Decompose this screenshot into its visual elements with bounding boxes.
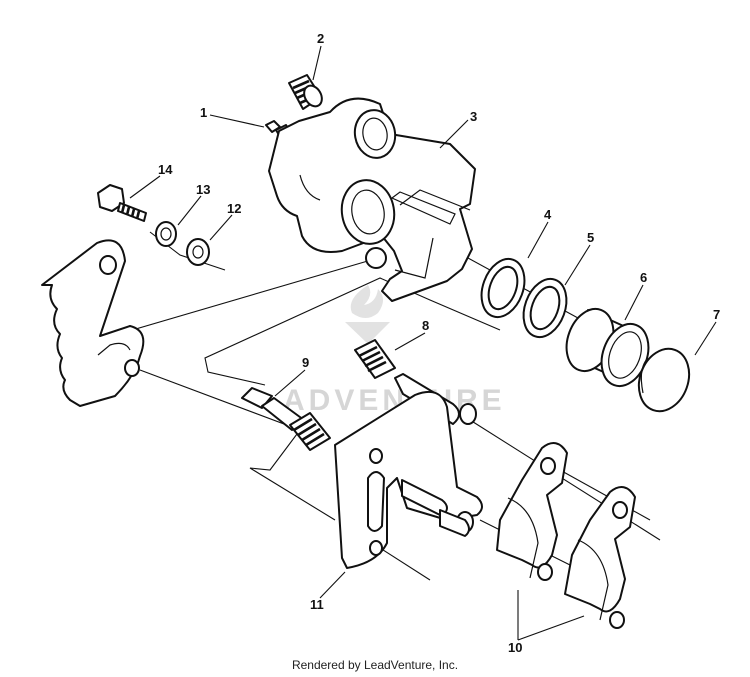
callout-9: 9 bbox=[302, 355, 309, 370]
footer-credit: Rendered by LeadVenture, Inc. bbox=[291, 658, 459, 672]
callout-5: 5 bbox=[587, 230, 594, 245]
callout-1: 1 bbox=[200, 105, 207, 120]
part-3-caliper-body bbox=[268, 97, 476, 302]
part-11-support-bracket bbox=[334, 391, 483, 569]
callout-11: 11 bbox=[310, 597, 324, 612]
part-13-lock-washer bbox=[155, 221, 177, 247]
part-5-boot-ring bbox=[522, 277, 568, 339]
callout-numbers: 1 2 3 4 5 6 7 8 9 10 11 12 13 14 bbox=[158, 31, 720, 655]
callout-3: 3 bbox=[470, 109, 477, 124]
callout-14: 14 bbox=[158, 162, 173, 177]
callout-13: 13 bbox=[196, 182, 210, 197]
mounting-arm bbox=[41, 239, 145, 407]
callout-12: 12 bbox=[227, 201, 241, 216]
watermark: ADVENTURE bbox=[283, 285, 502, 417]
callout-7: 7 bbox=[713, 307, 720, 322]
part-9-guide-pin bbox=[241, 387, 331, 451]
part-10-brake-pad-inner bbox=[496, 442, 568, 581]
part-7-cap bbox=[637, 347, 691, 413]
part-10-brake-pad-outer bbox=[564, 486, 636, 629]
leader-lines bbox=[129, 45, 717, 641]
callout-6: 6 bbox=[640, 270, 647, 285]
callout-4: 4 bbox=[544, 207, 552, 222]
part-2-threaded-plug bbox=[288, 74, 323, 110]
part-12-flat-washer bbox=[186, 238, 210, 266]
part-4-seal-ring bbox=[480, 257, 526, 319]
callout-10: 10 bbox=[508, 640, 522, 655]
callout-2: 2 bbox=[317, 31, 324, 46]
part-14-bolt bbox=[97, 184, 147, 222]
callout-8: 8 bbox=[422, 318, 429, 333]
